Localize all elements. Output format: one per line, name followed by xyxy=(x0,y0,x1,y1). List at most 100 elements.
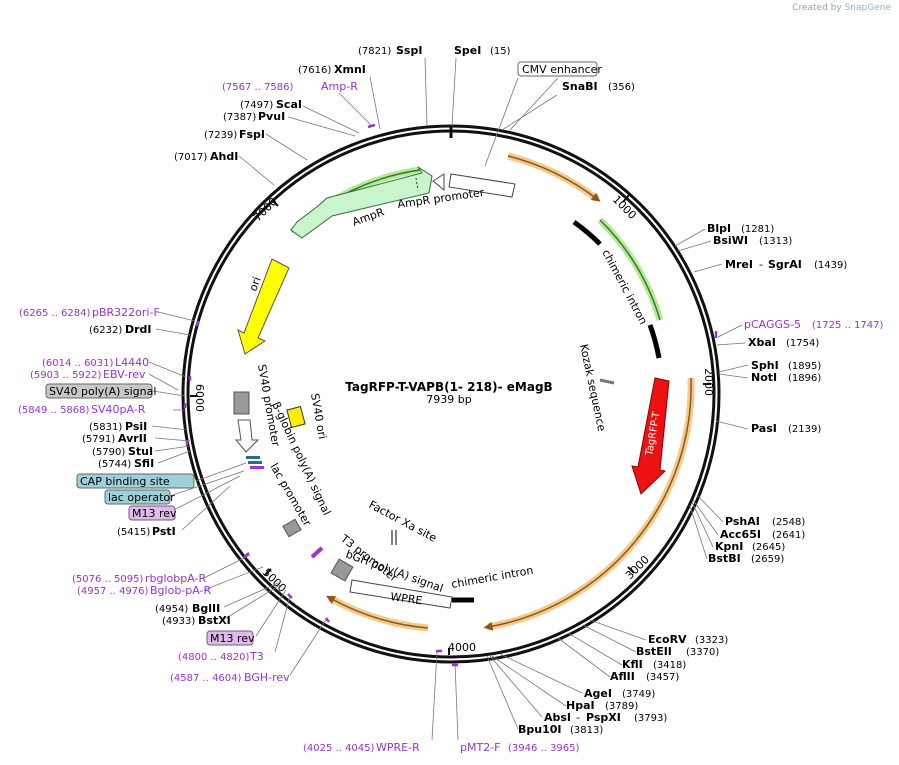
primer-bglob-range: (4957 .. 4976) xyxy=(77,586,149,597)
site-sgrai: SgrAI xyxy=(768,258,802,271)
site-bstbi: BstBI xyxy=(708,552,741,565)
m13-rev-box-2 xyxy=(206,630,254,646)
site-drdi: DrdI xyxy=(125,323,152,336)
feature-label-kozak: Kozak sequence xyxy=(577,343,608,433)
cmv-enhancer-label: CMV enhancer xyxy=(522,63,602,76)
site-scai: ScaI xyxy=(276,98,302,111)
site-bglii: BglII xyxy=(192,602,220,615)
primer-rbglob: rbglobpA-R xyxy=(145,572,206,585)
site-pshai-pos: (2548) xyxy=(772,517,805,528)
site-agei: AgeI xyxy=(584,687,612,700)
plasmid-length: 7939 bp xyxy=(426,393,471,406)
sv40-polya-label: SV40 poly(A) signal xyxy=(49,385,156,398)
site-psti: PstI xyxy=(152,525,176,538)
cmv-enhancer-box xyxy=(517,61,598,77)
sv40-polya-label-box xyxy=(45,383,153,399)
svg-text:-: - xyxy=(576,711,580,724)
site-ecorv-pos: (3323) xyxy=(695,635,728,646)
primer-ebv: EBV-rev xyxy=(103,368,146,381)
site-sphi-pos: (1895) xyxy=(788,361,821,372)
cap-site-mark xyxy=(246,456,260,459)
primer-sv40pa: SV40pA-R xyxy=(91,403,146,416)
site-drdi-pos: (6232) xyxy=(89,325,122,336)
primer-arc-orf-line xyxy=(483,377,692,631)
site-fspi-pos: (7239) xyxy=(204,130,237,141)
svg-text:-: - xyxy=(759,258,763,271)
wpre-box xyxy=(349,579,453,609)
feature-label-factor-xa: Factor Xa site xyxy=(367,498,439,545)
primer-l4440-range: (6014 .. 6031) xyxy=(42,358,114,369)
cap-binding-box xyxy=(76,473,195,489)
site-xmni: XmnI xyxy=(334,63,366,76)
primer-ebv-range: (5903 .. 5922) xyxy=(30,370,102,381)
site-bsiwi-pos: (1313) xyxy=(759,236,792,247)
site-blpi-pos: (1281) xyxy=(741,224,774,235)
tick-label-2000: 2000 xyxy=(702,368,715,396)
site-snabi: SnaBI xyxy=(562,80,598,93)
site-snabi-pos: (356) xyxy=(608,82,635,93)
feature-label-chimeric-intron-2: chimeric intron xyxy=(450,564,534,591)
primer-l4440: L4440 xyxy=(115,356,149,369)
ori-arrow xyxy=(237,258,290,355)
site-psii-pos: (5831) xyxy=(89,422,122,433)
leader-lines xyxy=(148,57,749,741)
site-bsiwi: BsiWI xyxy=(713,234,748,247)
site-pvui: PvuI xyxy=(258,110,285,123)
site-pshai: PshAI xyxy=(725,515,760,528)
primer-pbr322: pBR322ori-F xyxy=(92,306,160,319)
site-sphi: SphI xyxy=(751,359,779,372)
tick-label-4000: 4000 xyxy=(448,641,476,654)
site-mrei: MreI xyxy=(725,258,753,271)
primer-sv40pa-range: (5849 .. 5868) xyxy=(18,405,90,416)
site-aflii: AflII xyxy=(610,670,635,683)
site-pspxi: PspXI xyxy=(586,711,621,724)
tick-label-6000: 6000 xyxy=(193,384,206,412)
kozak-mark xyxy=(599,378,615,385)
site-psii: PsiI xyxy=(125,420,147,433)
primer-rbglob-range: (5076 .. 5095) xyxy=(72,574,144,585)
site-avrii: AvrII xyxy=(118,432,147,445)
snapgene-credit: Created by SnapGene xyxy=(792,3,891,13)
primer-bgh-range: (4587 .. 4604) xyxy=(170,673,242,684)
feature-label-chimeric-intron-1: chimeric intron xyxy=(599,247,649,326)
site-noti-pos: (1896) xyxy=(788,373,821,384)
site-sspi: SspI xyxy=(396,44,422,57)
site-bsteii-pos: (3370) xyxy=(686,647,719,658)
chimeric-intron-1-bar-end xyxy=(647,324,662,359)
scale-ticks xyxy=(190,194,711,655)
site-ahdi: AhdI xyxy=(210,150,238,163)
tagrfp-arrow xyxy=(631,377,670,495)
sv40-ori-box xyxy=(286,405,306,429)
primer-arc-cmv-line xyxy=(507,155,601,202)
site-sfii: SfiI xyxy=(134,457,154,470)
site-aflii-pos: (3457) xyxy=(646,672,679,683)
feature-label-sv40-ori: SV40 ori xyxy=(308,392,329,440)
feature-label-wpre: WPRE xyxy=(390,590,424,607)
site-bstxi-pos: (4933) xyxy=(162,616,195,627)
bgh-polya-box xyxy=(330,558,354,582)
site-stui-pos: (5790) xyxy=(92,447,125,458)
primer-pcaggs-range: (1725 .. 1747) xyxy=(812,320,884,331)
site-kpni-pos: (2645) xyxy=(752,542,785,553)
site-xbai: XbaI xyxy=(748,336,776,349)
site-pvui-pos: (7387) xyxy=(223,112,256,123)
site-mrei-pos: (1439) xyxy=(814,260,847,271)
cap-binding-label: CAP binding site xyxy=(80,475,170,488)
site-absi: AbsI xyxy=(544,711,571,724)
sv40-polya-box xyxy=(233,391,250,415)
primer-bgh: BGH-rev xyxy=(244,671,290,684)
primer-ticks xyxy=(183,123,718,667)
site-pasi-pos: (2139) xyxy=(788,424,821,435)
ampr-promoter-arrowhead xyxy=(432,173,445,192)
primer-ampr-range: (7567 .. 7586) xyxy=(222,82,294,93)
m13-rev-box-1 xyxy=(128,505,176,521)
primer-arc-bgh-line xyxy=(326,595,429,629)
site-ecorv: EcoRV xyxy=(648,633,687,646)
site-pasi: PasI xyxy=(751,422,777,435)
site-noti: NotI xyxy=(751,371,777,384)
credit-prefix: Created by xyxy=(792,3,842,13)
site-psti-pos: (5415) xyxy=(117,527,150,538)
primer-wpre-range: (4025 .. 4045) xyxy=(303,743,375,754)
site-kfli-pos: (3418) xyxy=(653,660,686,671)
